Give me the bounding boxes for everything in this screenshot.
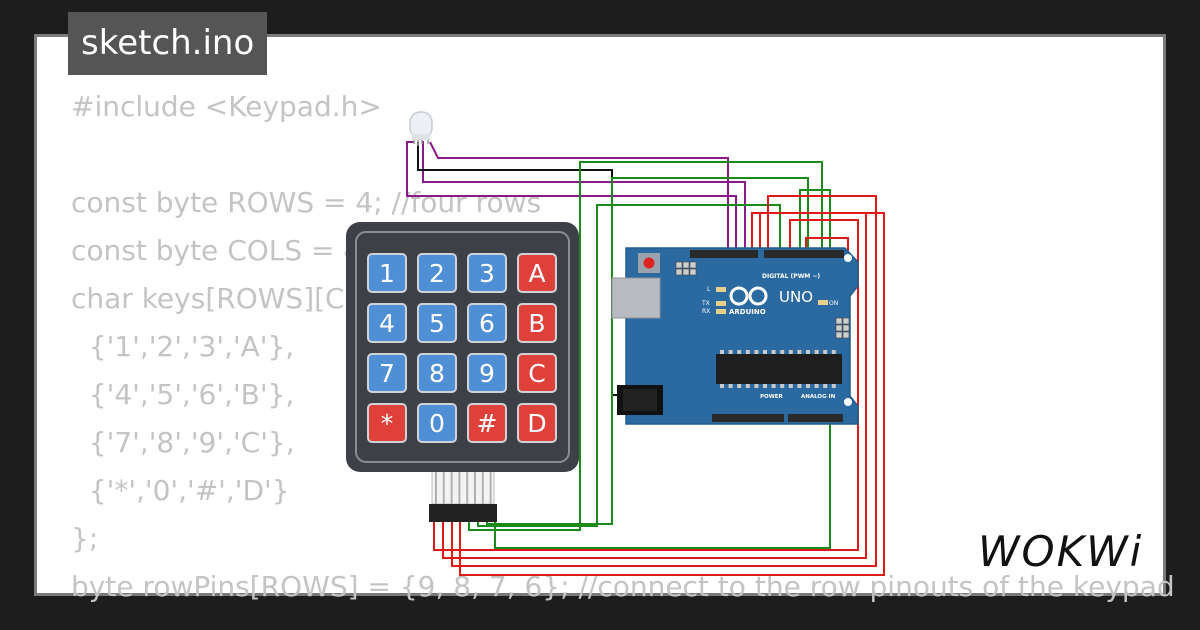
keypad-key-9[interactable]: 9	[467, 353, 507, 393]
preview-card: #include <Keypad.h> const byte ROWS = 4; …	[34, 34, 1175, 603]
arduino-uno-board[interactable]: L TX RX ON UNO ARDUINO DIGITAL (PWM ~) P…	[611, 247, 859, 425]
analog-header	[788, 414, 843, 422]
keypad-key-label: C	[528, 359, 545, 388]
power-label: POWER	[760, 394, 784, 400]
keypad-key-label: 1	[379, 259, 395, 288]
keypad-key-3[interactable]: 3	[467, 253, 507, 293]
keypad-key-8[interactable]: 8	[417, 353, 457, 393]
keypad-key-*[interactable]: *	[367, 403, 407, 443]
keypad-key-1[interactable]: 1	[367, 253, 407, 293]
board-maker: ARDUINO	[729, 308, 766, 316]
keypad-key-label: #	[477, 409, 498, 438]
digital-label: DIGITAL (PWM ~)	[762, 273, 820, 280]
keypad-key-label: 8	[429, 359, 445, 388]
keypad-key-label: A	[528, 259, 545, 288]
membrane-keypad[interactable]: 1 2 3 A 4 5 6 B 7 8 9 C * 0 # D	[346, 222, 579, 472]
keypad-key-B[interactable]: B	[517, 303, 557, 343]
code-line: {'*','0','#','D'}	[71, 474, 290, 507]
tx-led-label: TX	[701, 300, 710, 307]
filename-tab[interactable]: sketch.ino	[68, 12, 268, 75]
keypad-key-label: 3	[479, 259, 495, 288]
keypad-key-5[interactable]: 5	[417, 303, 457, 343]
wire-red-3	[451, 195, 877, 567]
keypad-key-label: B	[528, 309, 545, 338]
on-led-label: ON	[829, 300, 838, 307]
rgb-led[interactable]	[409, 111, 433, 146]
code-line: {'7','8','9','C'},	[71, 426, 295, 459]
wire-purple-3	[429, 141, 729, 256]
keypad-keys: 1 2 3 A 4 5 6 B 7 8 9 C * 0 # D	[367, 253, 557, 443]
l-led-label: L	[707, 286, 711, 293]
keypad-key-A[interactable]: A	[517, 253, 557, 293]
code-line: {'4','5','6','B'},	[71, 378, 295, 411]
keypad-key-#[interactable]: #	[467, 403, 507, 443]
wire-red-4	[459, 212, 885, 576]
wire-green-1	[468, 161, 823, 531]
keypad-key-label: *	[381, 409, 394, 438]
code-line: {'1','2','3','A'},	[71, 330, 295, 363]
keypad-key-label: 0	[429, 409, 445, 438]
usb-connector	[611, 277, 661, 319]
wires	[406, 141, 885, 576]
wire-red-1	[433, 219, 859, 551]
code-line: };	[71, 522, 99, 555]
keypad-key-2[interactable]: 2	[417, 253, 457, 293]
keypad-key-label: 7	[379, 359, 395, 388]
keypad-key-C[interactable]: C	[517, 353, 557, 393]
rx-led-label: RX	[702, 308, 710, 315]
keypad-key-4[interactable]: 4	[367, 303, 407, 343]
keypad-connector	[429, 469, 497, 522]
keypad-key-label: D	[527, 409, 546, 438]
keypad-key-label: 5	[429, 309, 445, 338]
wokwi-logo: WOKWi	[978, 527, 1144, 576]
keypad-key-7[interactable]: 7	[367, 353, 407, 393]
analog-label: ANALOG IN	[801, 394, 836, 400]
digital-header-left	[690, 250, 758, 258]
wire-purple-1	[406, 141, 737, 256]
keypad-key-label: 6	[479, 309, 495, 338]
code-line: #include <Keypad.h>	[71, 90, 382, 123]
atmega-chip	[716, 354, 842, 384]
keypad-key-D[interactable]: D	[517, 403, 557, 443]
keypad-key-label: 4	[379, 309, 395, 338]
power-header	[712, 414, 784, 422]
keypad-key-label: 9	[479, 359, 495, 388]
digital-header-right	[764, 250, 844, 258]
wire-red-5	[805, 237, 849, 256]
keypad-key-0[interactable]: 0	[417, 403, 457, 443]
code-line: const byte ROWS = 4; //four rows	[71, 186, 542, 219]
board-model: UNO	[779, 288, 813, 306]
wire-red-2	[442, 212, 867, 559]
arduino-logo-icon	[729, 286, 768, 306]
keypad-key-6[interactable]: 6	[467, 303, 507, 343]
keypad-key-label: 2	[429, 259, 445, 288]
